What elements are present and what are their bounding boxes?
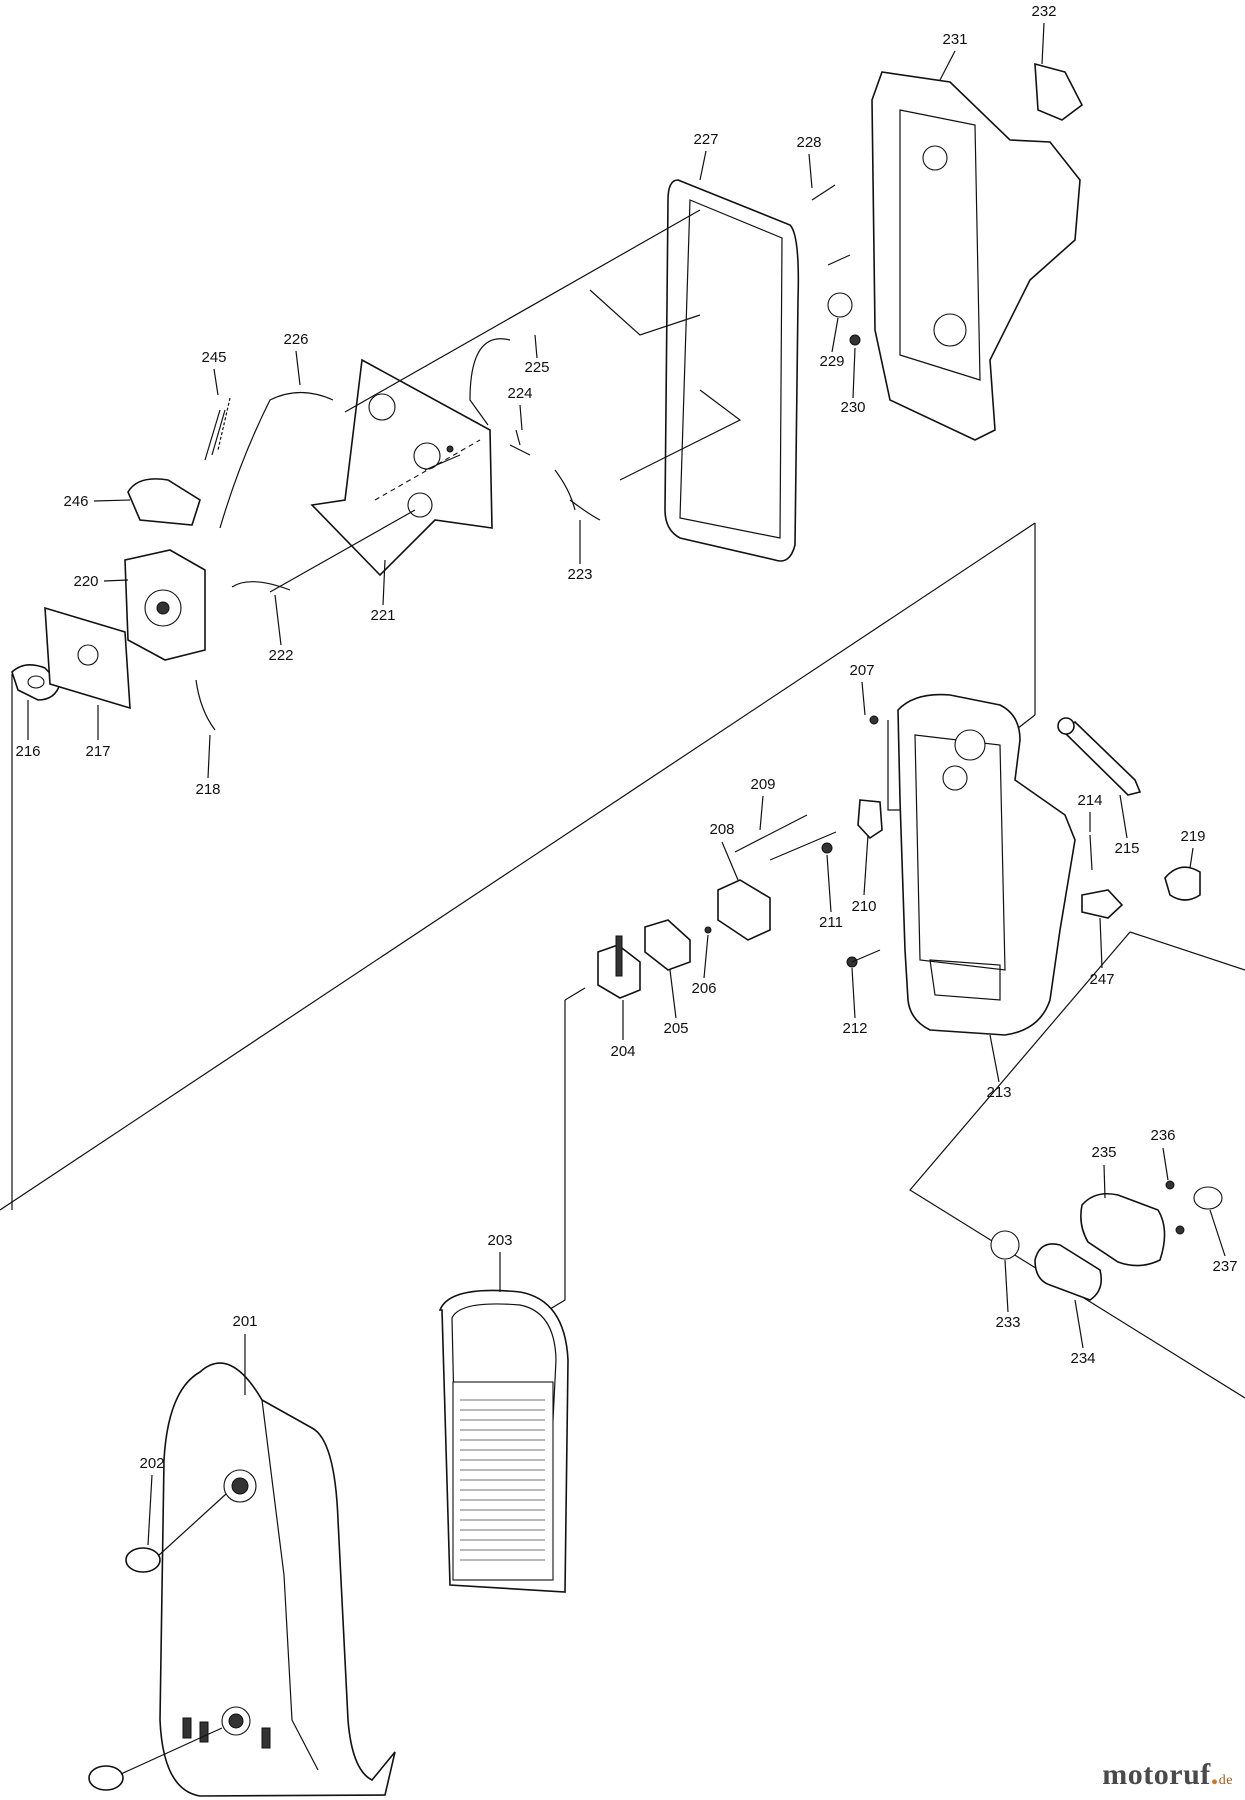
label-201: 201: [232, 1313, 257, 1330]
label-207: 207: [849, 662, 874, 679]
label-221: 221: [370, 607, 395, 624]
air-cleaner-base: [897, 693, 1076, 1036]
small-parts-cluster: [597, 715, 879, 999]
group-outline-lines: [0, 522, 1245, 1399]
alignment-lines: [269, 209, 742, 593]
label-215: 215: [1114, 840, 1139, 857]
label-220: 220: [73, 573, 98, 590]
cover-gasket-frame: [664, 179, 800, 562]
cover-screws: [811, 184, 861, 346]
label-225: 225: [524, 359, 549, 376]
label-237: 237: [1212, 1258, 1237, 1275]
knob-screw: [88, 1493, 227, 1791]
watermark-logo: motoruf.de: [1102, 1758, 1233, 1791]
gaskets-and-fuel-tube: [11, 606, 216, 731]
air-cleaner-cover: [159, 1362, 396, 1797]
label-224: 224: [507, 385, 532, 402]
label-206: 206: [691, 980, 716, 997]
label-223: 223: [567, 566, 592, 583]
label-217: 217: [85, 743, 110, 760]
label-208: 208: [709, 821, 734, 838]
label-202: 202: [139, 1455, 164, 1472]
label-222: 222: [268, 647, 293, 664]
label-235: 235: [1091, 1144, 1116, 1161]
screws-and-clip: [734, 799, 883, 968]
hoses-and-joints: [204, 338, 601, 591]
label-233: 233: [995, 1314, 1020, 1331]
label-247: 247: [1089, 971, 1114, 988]
label-226: 226: [283, 331, 308, 348]
label-229: 229: [819, 353, 844, 370]
label-232: 232: [1031, 3, 1056, 20]
label-216: 216: [15, 743, 40, 760]
primer-valve-group: [990, 1180, 1223, 1301]
label-212: 212: [842, 1020, 867, 1037]
label-214: 214: [1077, 792, 1102, 809]
leader-lines: [27, 22, 1226, 1546]
label-246: 246: [63, 493, 88, 510]
label-211: 211: [819, 914, 843, 931]
label-203: 203: [487, 1232, 512, 1249]
label-209: 209: [750, 776, 775, 793]
label-227: 227: [693, 131, 718, 148]
label-204: 204: [610, 1043, 635, 1060]
label-219: 219: [1180, 828, 1205, 845]
label-231: 231: [942, 31, 967, 48]
label-205: 205: [663, 1020, 688, 1037]
label-210: 210: [851, 898, 876, 915]
part-labels: 201 202 203 204 205 206 207 208 209 210 …: [15, 3, 1237, 1472]
air-filter-element: [438, 1289, 569, 1593]
label-218: 218: [195, 781, 220, 798]
levers-and-primer: [1057, 717, 1201, 919]
label-230: 230: [840, 399, 865, 416]
filter-pleats: [460, 1399, 545, 1561]
label-245: 245: [201, 349, 226, 366]
insulator-plate: [310, 358, 493, 577]
carburetor: [124, 478, 206, 661]
top-cover-plate: [871, 62, 1084, 441]
label-213: 213: [986, 1084, 1011, 1101]
label-234: 234: [1070, 1350, 1095, 1367]
label-236: 236: [1150, 1127, 1175, 1144]
label-228: 228: [796, 134, 821, 151]
